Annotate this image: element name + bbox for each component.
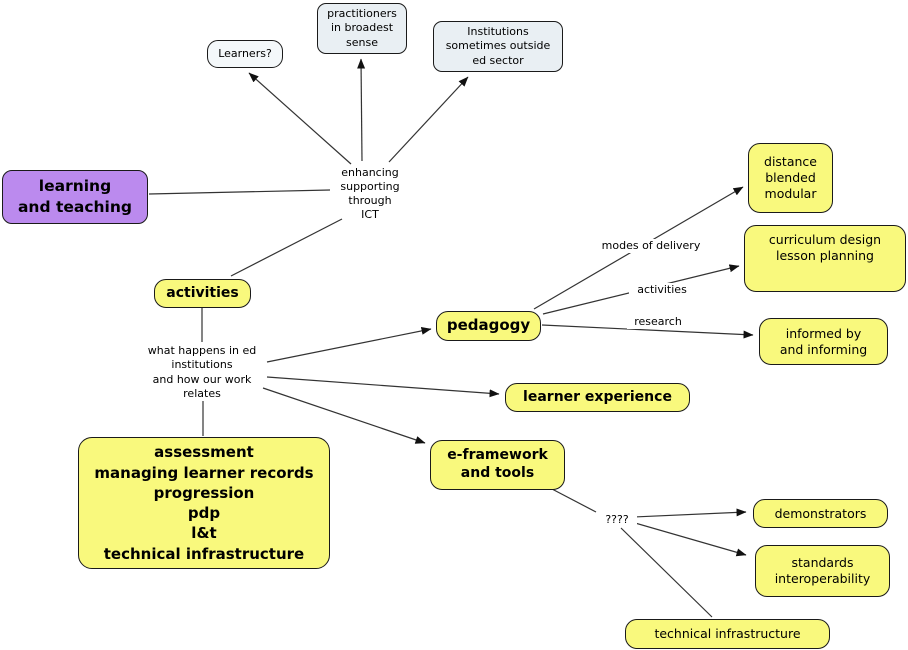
edge-ict-to-learners: [248, 72, 352, 165]
node-what-happens[interactable]: what happens in ed institutions and how …: [147, 344, 257, 400]
node-demonstrators[interactable]: demonstrators: [753, 499, 888, 528]
node-enhancing-ict[interactable]: enhancing supporting through ICT: [340, 165, 400, 222]
node-assessment-group[interactable]: assessment managing learner records prog…: [78, 437, 330, 569]
edge-pedagogy-to-informed: [541, 324, 754, 339]
node-curriculum-design[interactable]: curriculum design lesson planning: [744, 225, 906, 292]
node-learner-experience[interactable]: learner experience: [505, 383, 690, 412]
edge-qmarks-to-demonstrators: [633, 508, 747, 518]
node-standards-interoperability[interactable]: standards interoperability: [755, 545, 890, 597]
edge-label-research[interactable]: research: [627, 315, 689, 329]
edge-ict-to-institutions: [388, 76, 469, 163]
node-eframework-and-tools[interactable]: e-framework and tools: [430, 440, 565, 490]
edge-eframework-to-qmarks: [551, 488, 597, 513]
node-institutions[interactable]: Institutions sometimes outside ed sector: [433, 21, 563, 72]
edge-whathappens-to-pedagogy: [266, 326, 432, 363]
edge-label-question-marks[interactable]: ????: [597, 513, 637, 527]
edge-qmarks-to-techinfra: [620, 527, 713, 618]
edge-ict-to-practitioners: [357, 58, 366, 162]
edge-learning-to-ict: [148, 189, 331, 195]
edge-label-modes-of-delivery[interactable]: modes of delivery: [593, 239, 709, 253]
edge-whathappens-to-eframework: [262, 387, 426, 444]
node-learners[interactable]: Learners?: [207, 40, 283, 68]
node-pedagogy[interactable]: pedagogy: [436, 311, 541, 341]
node-practitioners[interactable]: practitioners in broadest sense: [317, 3, 407, 54]
edge-qmarks-to-standards: [634, 522, 747, 557]
node-learning-and-teaching[interactable]: learning and teaching: [2, 170, 148, 224]
node-distance-blended-modular[interactable]: distance blended modular: [748, 143, 833, 213]
node-technical-infrastructure[interactable]: technical infrastructure: [625, 619, 830, 649]
node-informed-by[interactable]: informed by and informing: [759, 318, 888, 365]
edge-label-activities[interactable]: activities: [629, 283, 695, 297]
edge-ict-to-activities: [230, 218, 343, 277]
node-activities[interactable]: activities: [154, 279, 251, 308]
edge-whathappens-to-learnerexp: [266, 376, 500, 398]
